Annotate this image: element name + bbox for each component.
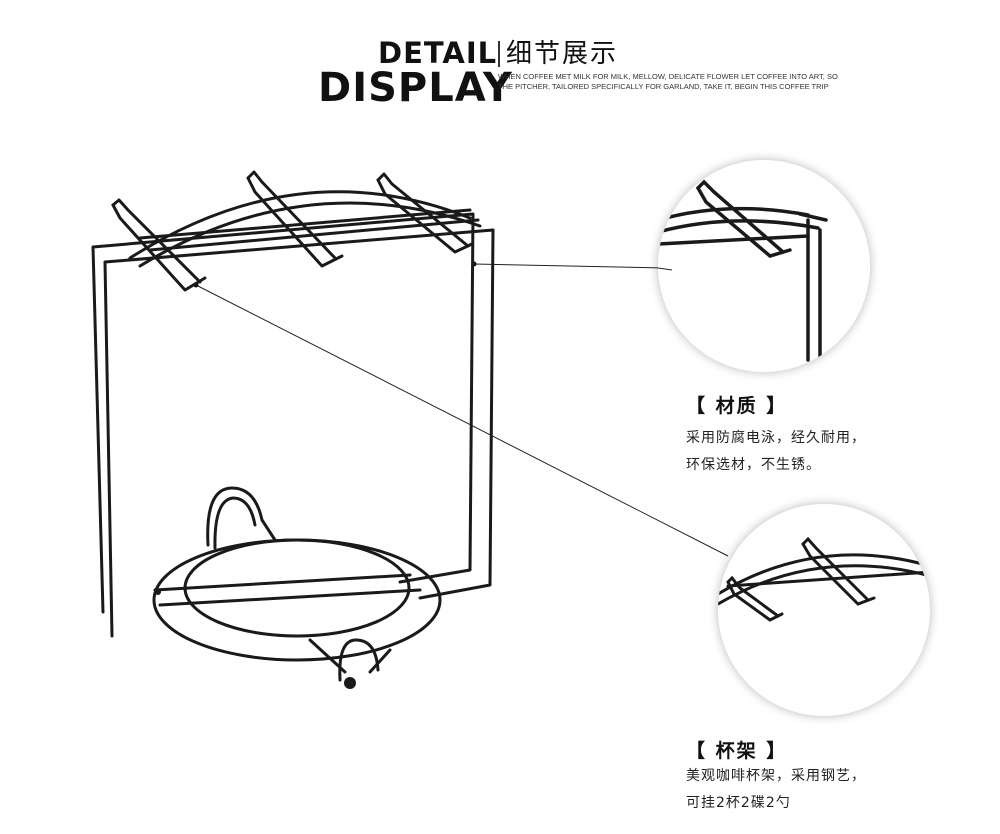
zoom-hooks-image	[718, 536, 930, 622]
header-separator	[498, 41, 500, 67]
header-display-word: DISPLAY	[318, 65, 513, 111]
section-material-line1: 采用防腐电泳，经久耐用，	[686, 430, 866, 446]
zoom-top-image	[658, 179, 828, 372]
mug-rack-product-image	[91, 170, 495, 689]
zoom-detail-hooks	[718, 504, 930, 716]
detail-display-header: DETAIL 细节展示 DISPLAY WHEN COFFEE MET MILK…	[318, 38, 878, 108]
header-detail-word: DETAIL	[378, 36, 498, 70]
section-material-text: 采用防腐电泳，经久耐用， 环保选材，不生锈。	[686, 425, 946, 479]
section-rack-line2: 可挂2杯2碟2勺	[686, 795, 791, 811]
section-material-line2: 环保选材，不生锈。	[686, 457, 821, 473]
zoom-detail-top	[658, 160, 870, 372]
section-rack-text: 美观咖啡杯架，采用钢艺， 可挂2杯2碟2勺	[686, 763, 946, 817]
section-rack-title: 【 杯架 】	[686, 740, 788, 762]
header-chinese-title: 细节展示	[506, 39, 619, 69]
section-material-title: 【 材质 】	[686, 395, 788, 417]
rack-foot	[344, 677, 356, 689]
header-subtitle: WHEN COFFEE MET MILK FOR MILK, MELLOW, D…	[498, 72, 838, 91]
section-rack-line1: 美观咖啡杯架，采用钢艺，	[686, 768, 866, 784]
